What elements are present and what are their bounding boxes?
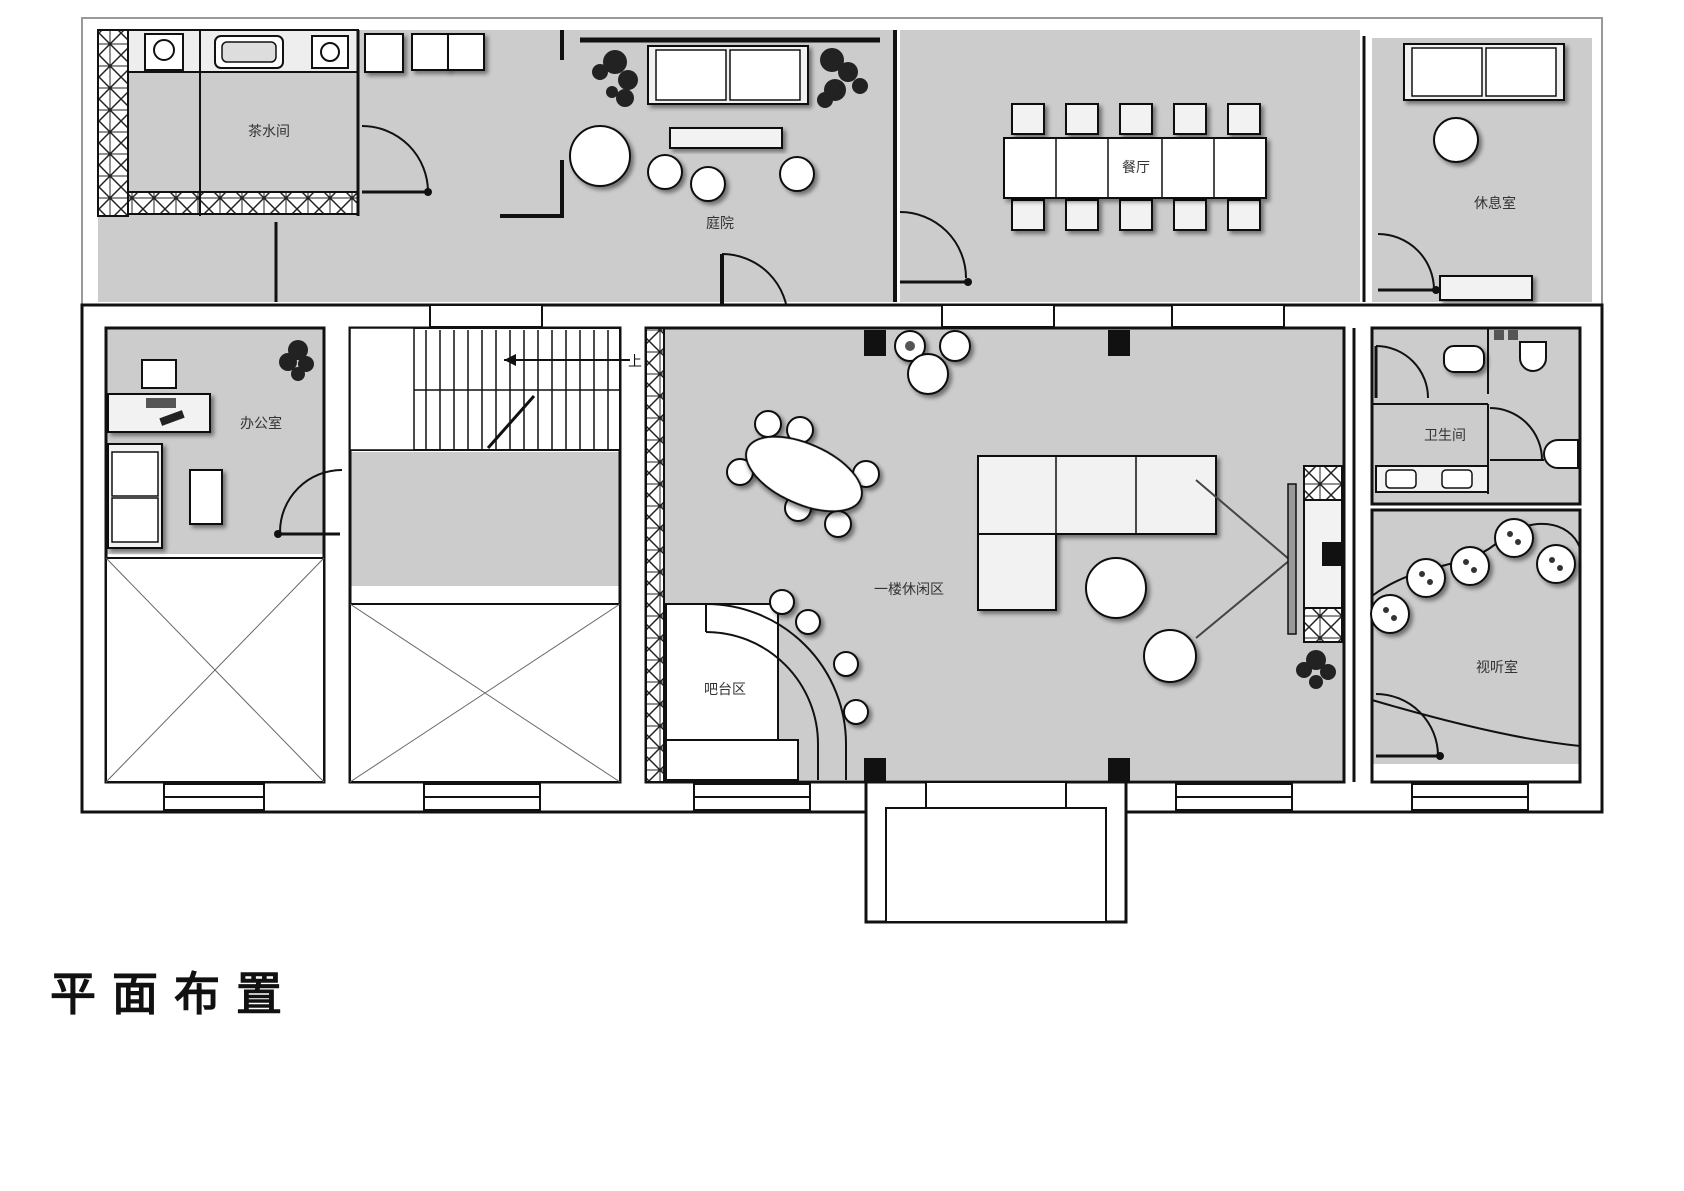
plant-icon — [279, 340, 314, 381]
plant-icon — [1296, 650, 1336, 689]
dining-table — [1003, 103, 1267, 231]
column — [864, 330, 886, 356]
av-room-label: 视听室 — [1476, 659, 1518, 676]
column — [864, 758, 886, 782]
main-building: 办公室 — [80, 303, 1604, 924]
upper-zone: 茶水间 庭院 — [81, 17, 1603, 321]
coffee-table — [1085, 557, 1147, 619]
stair-up-label: 上 — [628, 354, 642, 370]
stair-hall-floor — [350, 452, 620, 586]
lower-left-floor — [98, 220, 360, 302]
office-monitor — [141, 359, 177, 389]
media-cabinet — [1303, 465, 1343, 643]
rest-room-label: 休息室 — [1474, 195, 1516, 212]
restroom-label: 卫生间 — [1424, 428, 1466, 444]
round-table — [569, 125, 631, 187]
courtyard-label: 庭院 — [706, 215, 734, 232]
plant-icon — [592, 50, 638, 107]
column — [1108, 330, 1130, 356]
tea-room-label: 茶水间 — [248, 124, 290, 140]
courtyard-bench — [669, 127, 783, 149]
av-seats — [1370, 518, 1576, 634]
dining-label: 餐厅 — [1122, 160, 1150, 176]
oval-table — [726, 410, 880, 538]
truss-wall — [645, 327, 665, 783]
office-label: 办公室 — [240, 415, 282, 432]
staircase: 上 — [349, 327, 642, 451]
page-title: 平面布置 — [50, 967, 298, 1021]
column — [1108, 758, 1130, 782]
lounge-label: 一楼休闲区 — [874, 582, 944, 598]
plant-icon — [817, 48, 868, 108]
bar-label: 吧台区 — [704, 682, 746, 698]
l-sofa — [977, 455, 1217, 611]
bar-area — [665, 589, 869, 781]
